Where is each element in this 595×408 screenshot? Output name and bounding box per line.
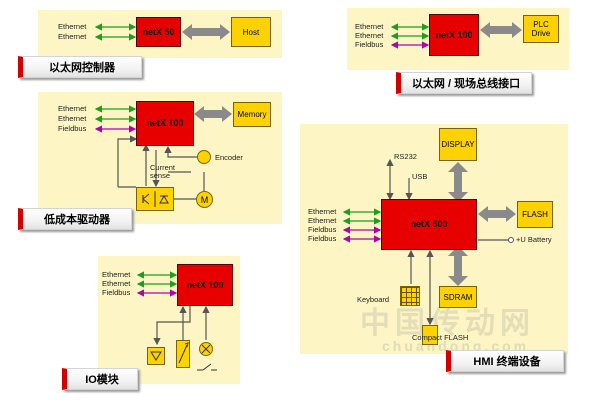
p3-ethernet-label-1: Ethernet — [58, 104, 87, 113]
p3-motor-icon: M — [196, 191, 213, 208]
p5-ethernet-label-2: Ethernet — [308, 216, 337, 225]
p3-current-sense-label: Current sense — [150, 163, 176, 180]
p1-ethernet-label-1: Ethernet — [58, 22, 87, 31]
p4-fieldbus-label: Fieldbus — [102, 288, 131, 297]
p5-fieldbus-label-2: Fieldbus — [308, 234, 337, 243]
caption-low-cost-drive: 低成本驱动器 — [18, 208, 132, 230]
p1-host-block: Host — [231, 17, 271, 47]
triangle-down-icon — [150, 351, 162, 361]
caption-hmi-terminal: HMI 终端设备 — [446, 350, 564, 372]
p5-flash-block: FLASH — [517, 201, 553, 228]
p1-ethernet-label-2: Ethernet — [58, 32, 87, 41]
p3-encoder-icon — [197, 150, 211, 164]
p5-usb-label: USB — [412, 172, 428, 181]
p3-memory-block: Memory — [233, 102, 271, 127]
p5-ethernet-label-1: Ethernet — [308, 207, 337, 216]
p5-sdram-block: SDRAM — [439, 286, 477, 308]
caption-ethernet-controller: 以太网控制器 — [18, 56, 142, 78]
p4-lamp-icon — [199, 342, 213, 356]
p3-netx100-chip: netX 100 — [136, 101, 194, 146]
p5-rs232-label: RS232 — [394, 152, 417, 161]
p4-output-triangle-block — [147, 347, 165, 365]
p4-netx100-chip: netX 100 — [177, 264, 233, 306]
p2-netx100-chip: netX 100 — [429, 14, 479, 56]
p2-ethernet-label-2: Ethernet — [355, 31, 384, 40]
p3-fieldbus-label: Fieldbus — [58, 124, 87, 133]
p1-netx50-chip: netX 50 — [136, 17, 181, 47]
p5-display-block: DISPLAY — [439, 128, 477, 161]
p4-switch-icon — [197, 363, 217, 371]
inverter-switch-icon — [142, 191, 169, 207]
p5-netx500-chip: netX 500 — [381, 199, 477, 250]
p5-compact-flash-label: Compact FLASH — [412, 333, 469, 342]
p5-fieldbus-label-1: Fieldbus — [308, 225, 337, 234]
p3-encoder-label: Encoder — [215, 153, 243, 162]
p4-ethernet-label-1: Ethernet — [102, 270, 131, 279]
caption-io-module: IO模块 — [62, 368, 138, 390]
p2-ethernet-label-1: Ethernet — [355, 22, 384, 31]
p5-battery-label: +U Battery — [516, 235, 552, 244]
p5-compact-flash-icon — [422, 325, 438, 345]
potentiometer-icon — [178, 342, 189, 364]
p4-ethernet-label-2: Ethernet — [102, 279, 131, 288]
p2-fieldbus-label: Fieldbus — [355, 40, 384, 49]
watermark-text: 中国传动网 — [360, 307, 535, 340]
p2-plc-drive-block: PLC Drive — [523, 15, 559, 43]
p3-inverter-block — [136, 187, 174, 211]
p3-ethernet-label-2: Ethernet — [58, 114, 87, 123]
p4-potentiometer-block — [176, 340, 190, 368]
p5-keyboard-label: Keyboard — [357, 295, 390, 304]
caption-ethernet-fieldbus-interface: 以太网 / 现场总线接口 — [396, 72, 532, 94]
p5-keyboard-icon — [400, 286, 420, 306]
